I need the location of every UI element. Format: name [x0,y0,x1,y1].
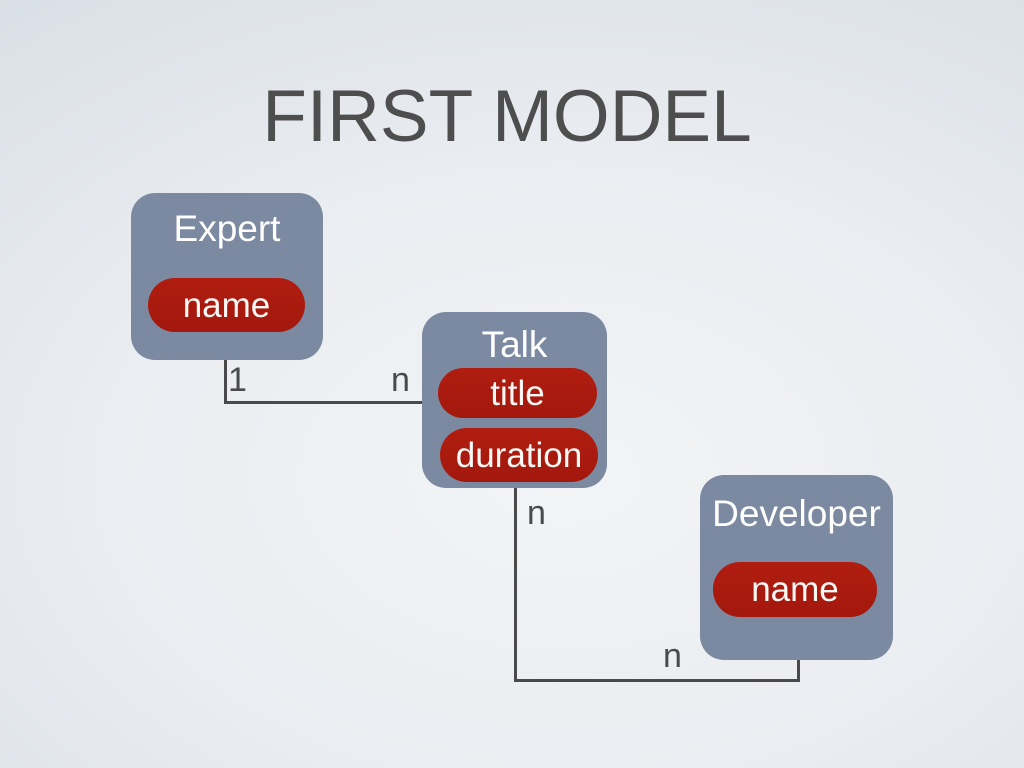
attribute-talk-duration: duration [440,428,598,482]
entity-talk-label: Talk [481,324,548,365]
cardinality-developer-side: n [663,637,682,675]
connector-expert-talk-vertical [224,360,227,404]
entity-developer: Developer name [700,475,893,660]
slide-title: FIRST MODEL [262,76,752,157]
cardinality-talk-side-to-developer: n [527,494,546,532]
connector-expert-talk-horizontal [224,401,422,404]
attribute-developer-name: name [713,562,877,617]
attribute-talk-title: title [438,368,597,418]
attribute-expert-name: name [148,278,305,332]
entity-expert: Expert name [131,193,323,360]
entity-expert-label: Expert [173,208,281,249]
connector-talk-developer-vertical-2 [797,660,800,682]
connector-talk-developer-horizontal [514,679,800,682]
cardinality-talk-side-from-expert: n [391,361,410,399]
cardinality-expert-side: 1 [228,361,247,399]
entity-talk: Talk title duration [422,312,607,488]
connector-talk-developer-vertical-1 [514,488,517,682]
entity-developer-label: Developer [712,493,881,534]
